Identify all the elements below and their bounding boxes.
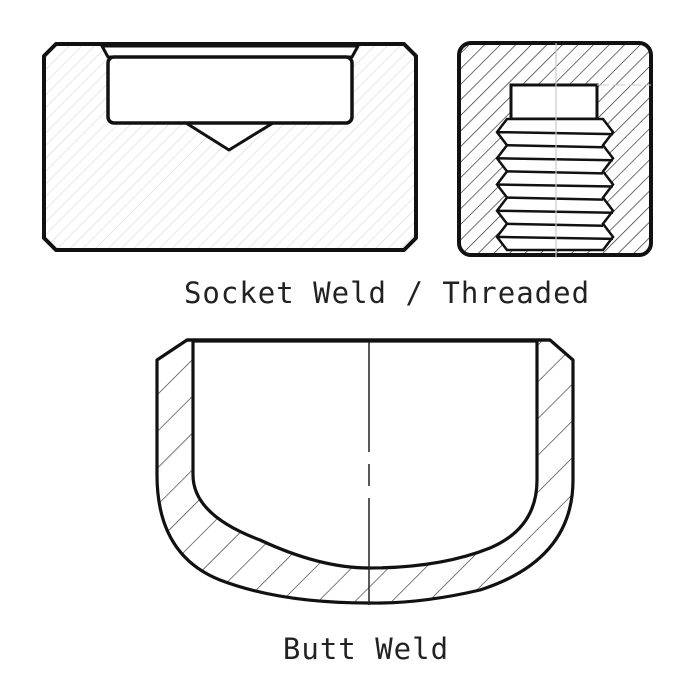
threaded-section	[457, 41, 653, 258]
butt-weld-section	[155, 338, 575, 605]
socket-weld-section	[42, 42, 418, 252]
thread-profile	[495, 117, 615, 252]
socket-threaded-caption: Socket Weld / Threaded	[183, 276, 591, 310]
butt-weld-caption: Butt Weld	[282, 632, 450, 666]
